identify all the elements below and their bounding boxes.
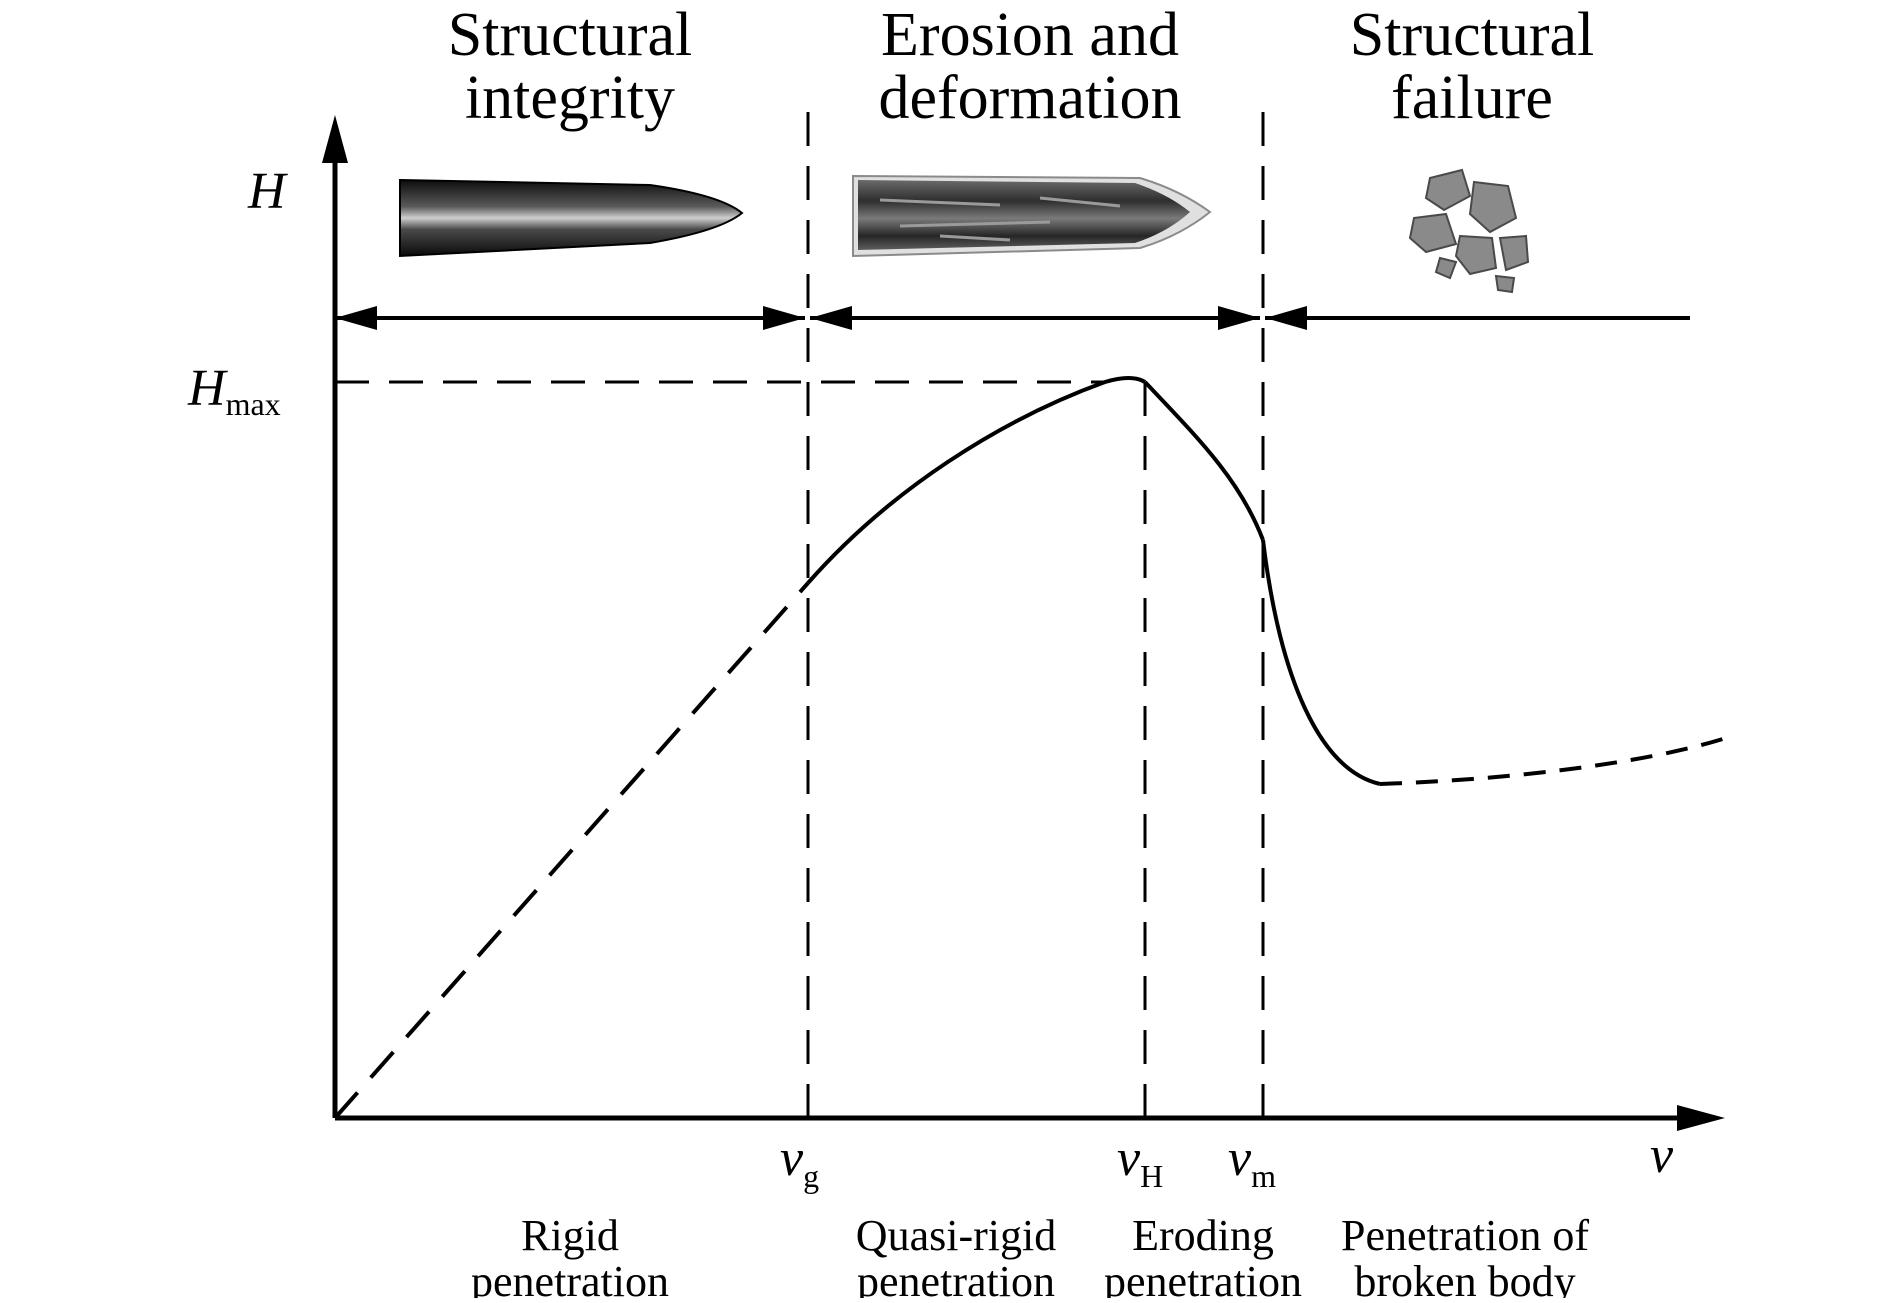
mode-quasi-line1: Quasi-rigid xyxy=(856,1211,1056,1260)
vm-label-sub: m xyxy=(1251,1158,1276,1194)
region-integrity-title-line1: Structural xyxy=(448,1,693,69)
rigid-penetration-curve xyxy=(333,581,810,1120)
guide-lines xyxy=(335,112,1265,1118)
mode-rigid-line1: Rigid xyxy=(521,1211,619,1260)
vm-label-main: v xyxy=(1228,1130,1252,1187)
mode-rigid-line2: penetration xyxy=(471,1257,669,1298)
vh-label: vH xyxy=(1117,1130,1163,1194)
region-boundary-arrows xyxy=(335,306,1690,330)
vh-label-sub: H xyxy=(1140,1158,1163,1194)
broken-body-curve xyxy=(1261,539,1381,786)
vh-label-main: v xyxy=(1117,1130,1141,1187)
mode-eroding-line2: penetration xyxy=(1104,1257,1302,1298)
y-axis-arrowhead xyxy=(322,115,348,163)
mode-broken-line1: Penetration of xyxy=(1341,1211,1589,1260)
vg-label: vg xyxy=(780,1130,819,1194)
vg-label-sub: g xyxy=(803,1158,819,1194)
quasi-rigid-curve xyxy=(806,376,1147,585)
hmax-label: Hmax xyxy=(187,360,281,422)
vg-label-main: v xyxy=(780,1130,804,1187)
hmax-label-main: H xyxy=(187,360,228,417)
intact-projectile-image xyxy=(399,178,744,258)
region-erosion-title-line1: Erosion and xyxy=(881,1,1179,69)
broken-body-extension xyxy=(1379,736,1727,786)
region-failure-title-line2: failure xyxy=(1391,64,1553,132)
y-axis-label: H xyxy=(247,163,288,220)
depth-velocity-curve xyxy=(333,376,1727,1120)
hmax-label-sub: max xyxy=(226,386,281,422)
mode-broken-line2: broken body xyxy=(1354,1257,1575,1298)
axes xyxy=(322,115,1725,1131)
mode-eroding-line1: Eroding xyxy=(1132,1211,1274,1260)
x-axis-arrowhead xyxy=(1677,1105,1725,1131)
eroding-curve xyxy=(1143,380,1265,541)
mode-quasi-line2: penetration xyxy=(857,1257,1055,1298)
region-erosion-title-line2: deformation xyxy=(878,64,1181,132)
x-axis-label: v xyxy=(1650,1127,1674,1184)
region-integrity-title-line2: integrity xyxy=(465,64,675,132)
vm-label: vm xyxy=(1228,1130,1276,1194)
eroded-projectile-image xyxy=(852,174,1212,258)
region-failure-title-line1: Structural xyxy=(1350,1,1595,69)
fragments-image xyxy=(1408,168,1530,294)
